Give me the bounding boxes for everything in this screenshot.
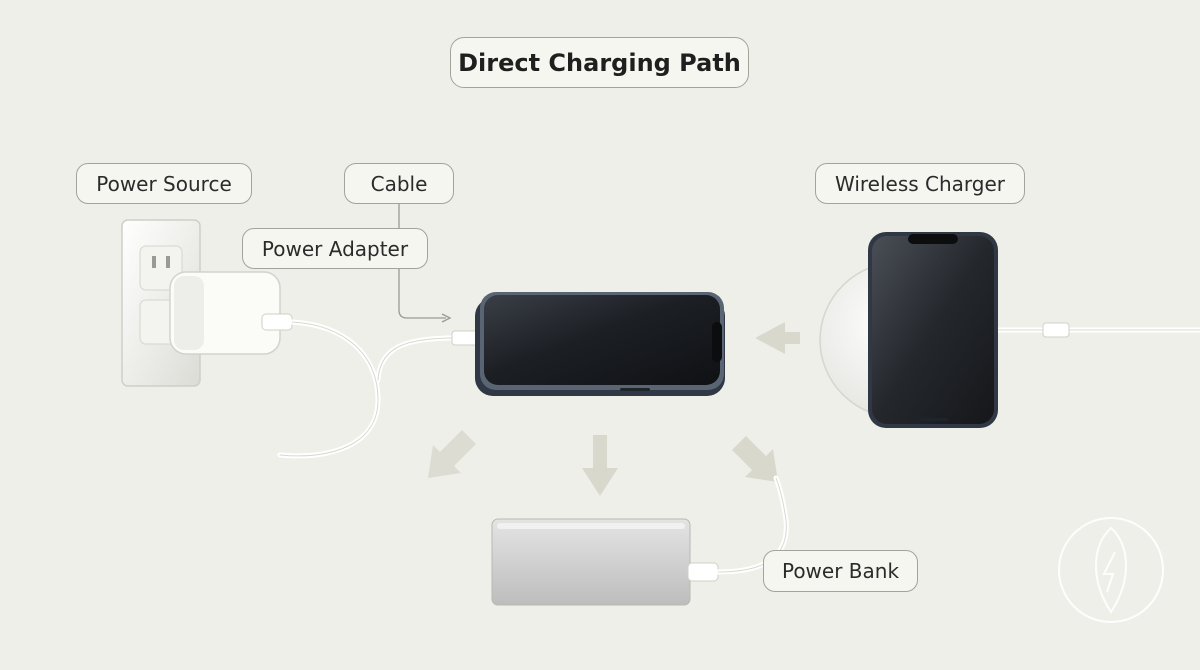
label-power-bank: Power Bank (763, 550, 918, 592)
smartphone-on-pad (868, 232, 998, 428)
power-bank (491, 518, 719, 606)
arrow-down-right (732, 436, 778, 482)
arrow-down-center (582, 435, 618, 496)
arrow-wireless-to-phone (755, 322, 800, 354)
label-power-source: Power Source (76, 163, 252, 204)
label-cable: Cable (344, 163, 454, 204)
label-power-adapter: Power Adapter (242, 228, 428, 269)
charging-cable (277, 319, 458, 459)
watermark-logo (1058, 517, 1164, 623)
label-wireless-charger: Wireless Charger (815, 163, 1025, 204)
power-adapter (169, 271, 293, 355)
arrow-down-left (428, 430, 476, 478)
cable-leader-line (398, 204, 446, 319)
diagram-title: Direct Charging Path (450, 37, 749, 88)
smartphone-center (475, 292, 725, 396)
